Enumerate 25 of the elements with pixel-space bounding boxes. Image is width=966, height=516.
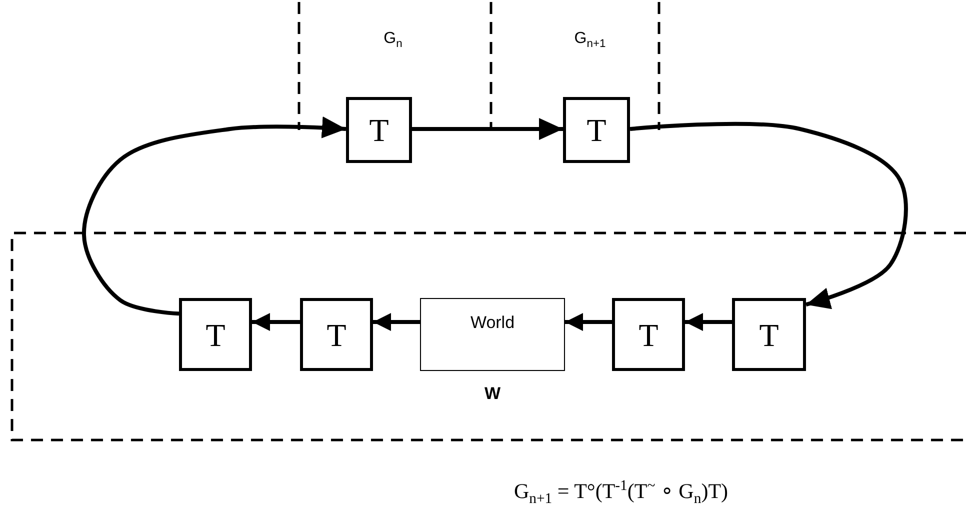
generation-label: G$_{n+1}$ bbox=[574, 30, 606, 50]
box-label: T bbox=[326, 318, 346, 350]
arrow bbox=[685, 313, 732, 331]
arrow bbox=[373, 313, 420, 331]
box-label: T bbox=[586, 114, 606, 146]
box-label: T bbox=[369, 114, 389, 146]
box-label: World bbox=[470, 312, 515, 332]
arrow bbox=[82, 116, 346, 316]
formula-caption: G$_{n+1}$ = T°(T$^{-1}$(T$^{~}$ ∘ G$_{n}$)T) bbox=[514, 478, 728, 508]
transform-box bbox=[612, 298, 685, 371]
box-label: T bbox=[638, 318, 658, 350]
arrow bbox=[412, 118, 563, 140]
world-box bbox=[420, 298, 565, 371]
transform-box bbox=[179, 298, 252, 371]
transform-box bbox=[346, 97, 412, 163]
transform-box bbox=[300, 298, 373, 371]
arrow bbox=[252, 313, 300, 331]
box-label: T bbox=[759, 318, 779, 350]
generation-label: G$_{n}$ bbox=[384, 30, 402, 50]
box-label: T bbox=[206, 318, 226, 350]
region-label: W bbox=[484, 384, 501, 404]
transform-box bbox=[732, 298, 806, 371]
arrow bbox=[565, 313, 612, 331]
arrow bbox=[630, 122, 908, 309]
transform-box bbox=[563, 97, 630, 163]
